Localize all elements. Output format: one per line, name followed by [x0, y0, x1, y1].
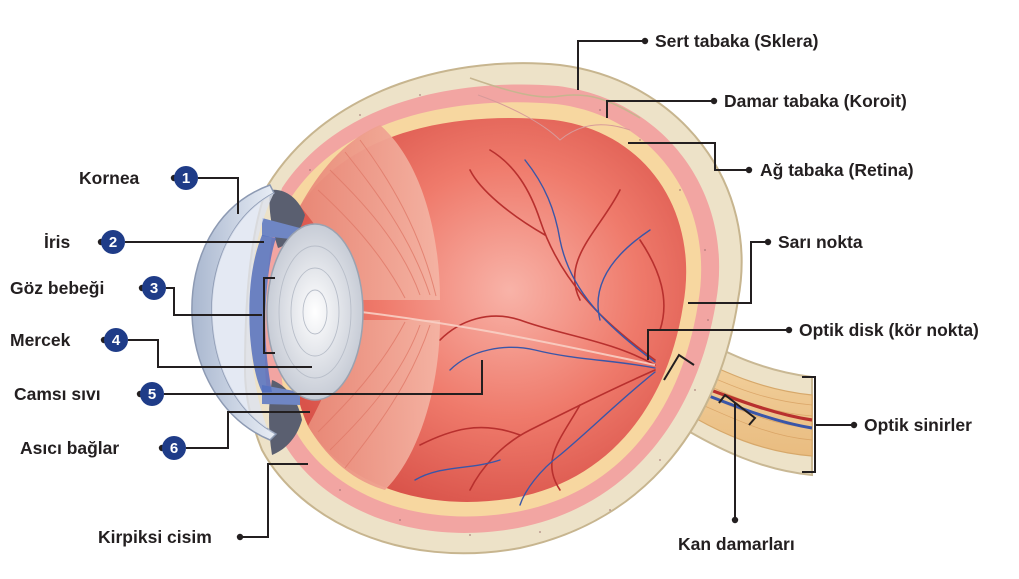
label-optik-disk: Optik disk (kör nokta) — [799, 320, 979, 340]
label-ag-tabaka: Ağ tabaka (Retina) — [760, 160, 914, 180]
mercek-leader — [128, 339, 312, 368]
label-mercek: Mercek — [10, 330, 71, 350]
label-kan-damarlari: Kan damarları — [678, 534, 795, 554]
camsi-sivi-leader — [164, 360, 483, 395]
label-sert-tabaka: Sert tabaka (Sklera) — [655, 31, 818, 51]
badge-1-number: 1 — [182, 170, 190, 187]
number-badges: 1 2 3 4 5 6 — [101, 166, 198, 460]
label-camsi-sivi: Camsı sıvı — [14, 384, 101, 404]
labels: Kornea İris Göz bebeği Mercek Camsı sıvı… — [10, 31, 979, 554]
goz-bebegi-leader — [166, 287, 262, 316]
badge-3 — [142, 276, 166, 300]
leader-lines — [125, 40, 854, 538]
label-damar-tabaka: Damar tabaka (Koroit) — [724, 91, 907, 111]
sari-nokta-leader — [688, 241, 768, 304]
optik-disk-leader — [647, 329, 788, 360]
label-sari-nokta: Sarı nokta — [778, 232, 863, 252]
sert-tabaka-leader — [577, 40, 645, 90]
badge-1 — [174, 166, 198, 190]
badge-5-number: 5 — [148, 386, 156, 403]
kirpiksi-cisim-leader — [240, 463, 308, 538]
retinal-blood-vessels — [414, 149, 665, 506]
damar-tabaka-leader — [606, 100, 714, 118]
label-goz-bebegi: Göz bebeği — [10, 278, 104, 298]
kan-damarlari-bracket — [718, 393, 757, 426]
ag-tabaka-leader — [628, 142, 748, 171]
badge-2 — [101, 230, 125, 254]
goz-bebegi-bracket — [263, 277, 275, 354]
label-kirpiksi-cisim: Kirpiksi cisim — [98, 527, 212, 547]
badge-2-number: 2 — [109, 234, 117, 251]
badge-4 — [104, 328, 128, 352]
badge-6-number: 6 — [170, 440, 178, 457]
asici-baglar-leader — [186, 411, 310, 449]
kornea-leader — [198, 177, 239, 214]
label-iris: İris — [44, 232, 71, 252]
label-optik-sinirler: Optik sinirler — [864, 415, 972, 435]
badge-5 — [140, 382, 164, 406]
badge-3-number: 3 — [150, 280, 158, 297]
optik-disk-bracket — [663, 353, 695, 381]
eyeball — [191, 62, 813, 555]
label-asici-baglar: Asıcı bağlar — [20, 438, 119, 458]
lens — [266, 223, 364, 401]
badge-6 — [162, 436, 186, 460]
badge-4-number: 4 — [112, 332, 121, 349]
label-kornea: Kornea — [79, 168, 140, 188]
